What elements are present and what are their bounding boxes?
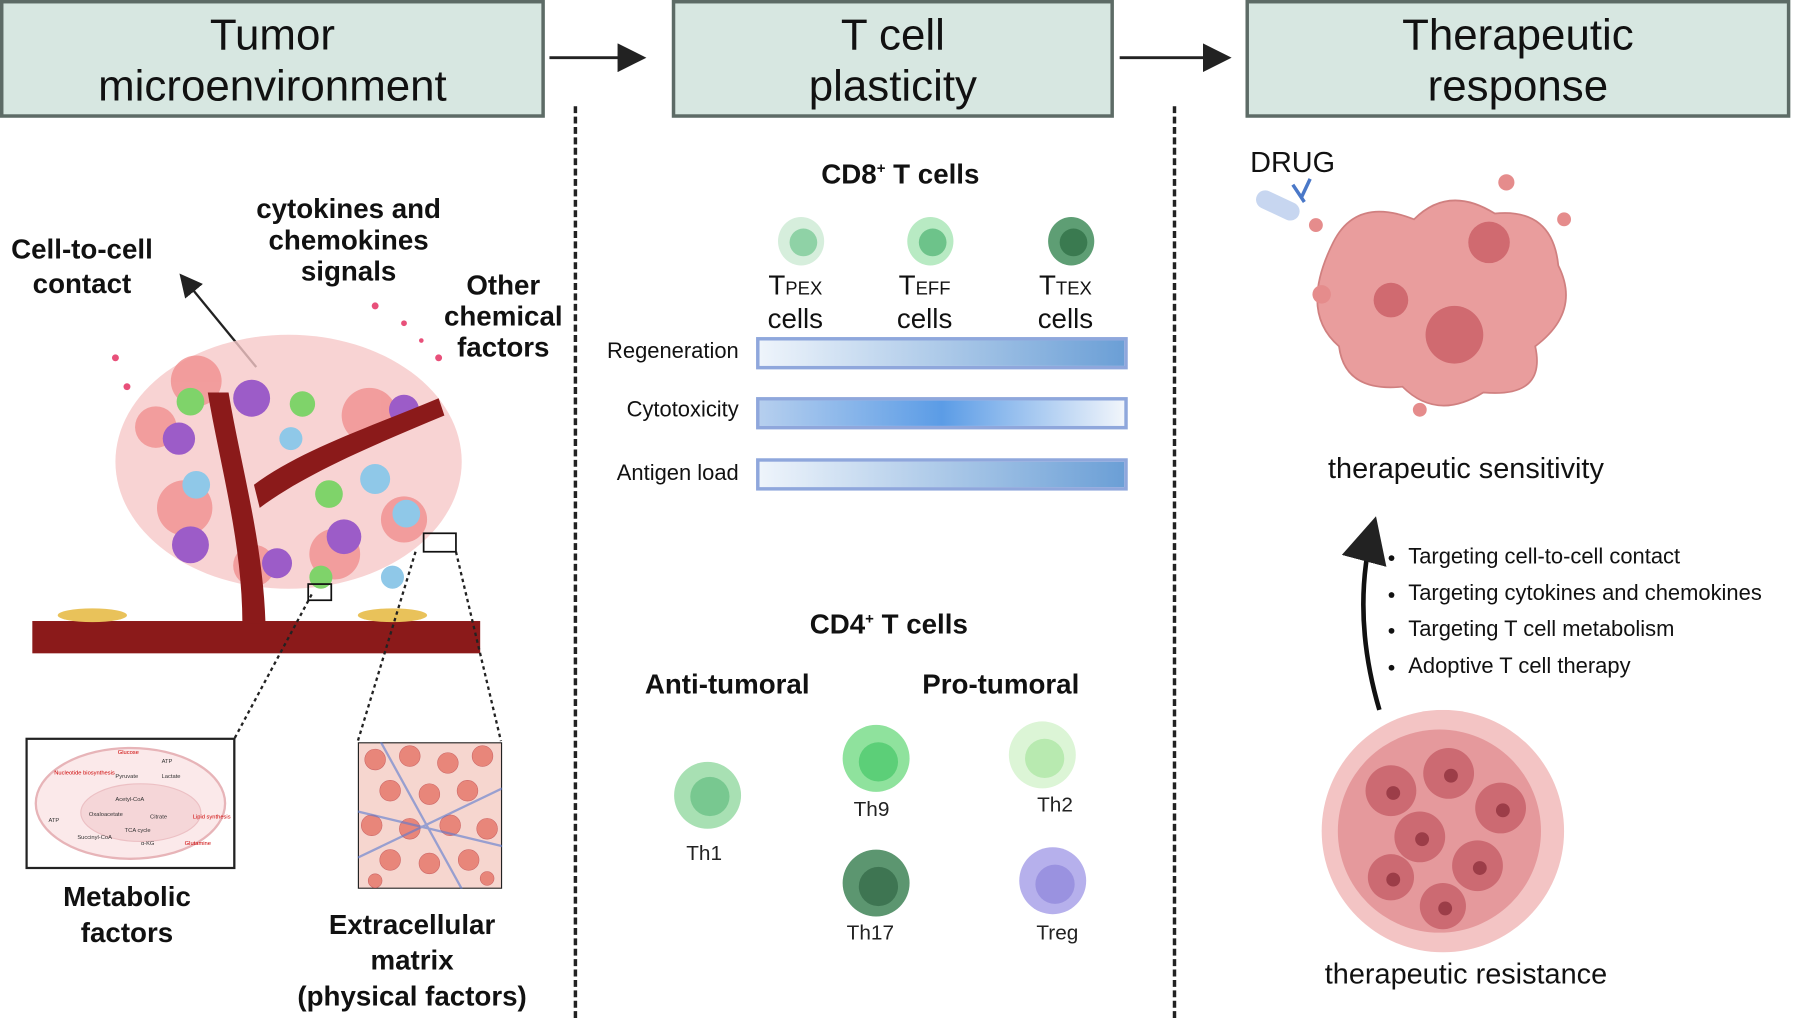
svg-text:Glutamine: Glutamine xyxy=(185,841,211,847)
th1-label: Th1 xyxy=(686,841,723,865)
label-therapeutic-sensitivity: therapeutic sensitivity xyxy=(1328,452,1604,485)
svg-text:Citrate: Citrate xyxy=(150,814,167,820)
label-cytokines: cytokines and chemokines signals xyxy=(256,193,441,288)
svg-text:Glucose: Glucose xyxy=(118,750,139,756)
svg-text:α-KG: α-KG xyxy=(141,841,155,847)
label-therapeutic-resistance: therapeutic resistance xyxy=(1324,958,1608,991)
label-anti-tumoral: Anti-tumoral xyxy=(644,669,810,701)
svg-text:Nucleotide biosynthesis: Nucleotide biosynthesis xyxy=(54,771,115,777)
th2-label: Th2 xyxy=(1037,793,1073,817)
svg-text:Pyruvate: Pyruvate xyxy=(115,774,138,780)
label-cytotoxicity: Cytotoxicity xyxy=(626,398,739,423)
label-pro-tumoral: Pro-tumoral xyxy=(922,669,1080,701)
treg-cell-icon xyxy=(1019,847,1087,915)
strategy-item: Adoptive T cell therapy xyxy=(1408,648,1810,684)
header-tumor-microenvironment: Tumor microenvironment xyxy=(0,0,545,118)
svg-text:Succinyl-CoA: Succinyl-CoA xyxy=(77,835,112,841)
svg-text:ATP: ATP xyxy=(162,759,173,765)
label-metabolic-factors: Metabolic factors xyxy=(63,881,191,949)
cd8-title: CD8+ T cells xyxy=(821,159,980,191)
teff-cell-icon xyxy=(907,217,954,266)
header-therapeutic-response: Therapeutic response xyxy=(1245,0,1791,118)
divider xyxy=(1172,106,1177,1018)
tpex-cell-icon xyxy=(777,217,825,266)
drug-pill-icon xyxy=(1256,178,1312,221)
cd4-cell-icons xyxy=(674,721,1087,917)
label-other-chemical: Other chemical factors xyxy=(443,270,563,364)
sensitive-tumor-illustration xyxy=(1256,174,1572,417)
extracellular-matrix-image xyxy=(357,742,503,889)
th2-cell-icon xyxy=(1008,721,1076,789)
upward-arrow-icon xyxy=(1341,516,1387,711)
header-t-cell-plasticity: T cell plasticity xyxy=(671,0,1114,118)
th17-cell-icon xyxy=(842,849,910,917)
cytotoxicity-gradient-bar xyxy=(756,397,1128,430)
resistant-tumor-illustration xyxy=(1321,709,1565,953)
th9-cell-icon xyxy=(842,724,910,792)
svg-text:Lipid synthesis: Lipid synthesis xyxy=(193,814,231,820)
treg-label: Treg xyxy=(1036,921,1079,945)
zoom-lines xyxy=(233,551,503,742)
svg-text:Oxaloacetate: Oxaloacetate xyxy=(89,812,123,818)
svg-text:Acetyl-CoA: Acetyl-CoA xyxy=(115,797,144,803)
divider xyxy=(573,106,578,1018)
cd8-cell-icons xyxy=(777,217,1095,266)
svg-text:TCA cycle: TCA cycle xyxy=(125,828,151,834)
therapy-strategies-list: Targeting cell-to-cell contact Targeting… xyxy=(1383,539,1810,684)
strategy-item: Targeting cytokines and chemokines xyxy=(1408,575,1810,611)
th17-label: Th17 xyxy=(846,921,895,945)
label-cell-contact: Cell-to-cell contact xyxy=(11,234,153,301)
label-regeneration: Regeneration xyxy=(607,339,739,364)
th9-label: Th9 xyxy=(853,797,890,821)
strategy-item: Targeting T cell metabolism xyxy=(1408,612,1810,648)
metabolism-diagram: Glucose ATP Nucleotide biosynthesis Pyru… xyxy=(25,737,236,870)
tumor-illustration xyxy=(32,302,481,654)
drug-label: DRUG xyxy=(1250,146,1336,179)
ttex-cell-icon xyxy=(1048,217,1095,266)
regeneration-gradient-bar xyxy=(756,337,1128,370)
strategy-item: Targeting cell-to-cell contact xyxy=(1408,539,1810,575)
antigen-load-gradient-bar xyxy=(756,458,1128,491)
th1-cell-icon xyxy=(674,761,742,829)
cd4-title: CD4+ T cells xyxy=(809,609,968,641)
label-antigen-load: Antigen load xyxy=(616,461,739,486)
svg-text:Lactate: Lactate xyxy=(162,774,181,780)
label-extracellular-matrix: Extracellular matrix (physical factors) xyxy=(297,909,527,1013)
svg-text:ATP: ATP xyxy=(48,818,59,824)
